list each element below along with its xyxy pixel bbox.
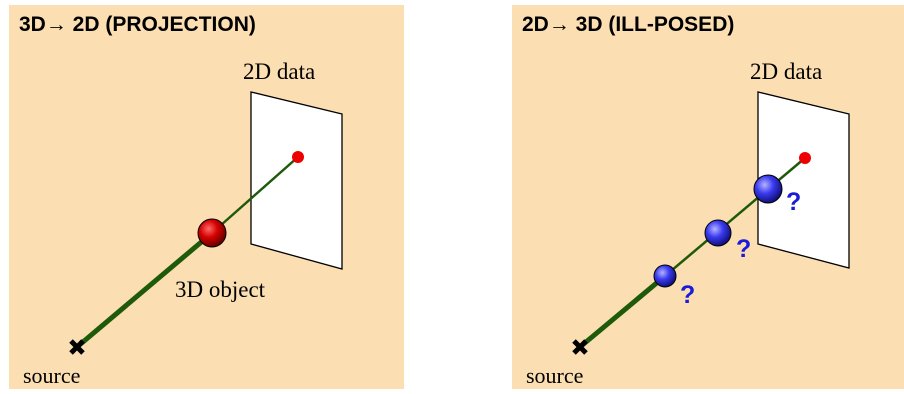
cross-icon: [572, 339, 588, 355]
ray-thick: [577, 273, 668, 350]
source-label: source: [526, 363, 583, 388]
data-label: 2D data: [243, 59, 315, 84]
data-plane: [250, 91, 343, 270]
cross-icon: [69, 339, 85, 355]
question-mark-middle: ?: [736, 235, 751, 263]
ray-thick: [74, 230, 215, 350]
question-mark-far: ?: [786, 188, 801, 216]
candidate-sphere-middle: [704, 219, 732, 247]
panel-title: 2D→ 3D (ILL-POSED): [522, 13, 735, 36]
data-label: 2D data: [750, 59, 822, 84]
projected-point: [292, 151, 304, 163]
panel-title: 3D→ 2D (PROJECTION): [19, 13, 256, 36]
projection-panel: 3D→ 2D (PROJECTION) 2D data 3D object so…: [9, 5, 404, 389]
ill-posed-diagram: ? ? ? 2D data source: [526, 59, 850, 388]
ill-posed-panel: 2D→ 3D (ILL-POSED) ? ? ? 2D data source: [512, 5, 904, 389]
ray-thin: [211, 156, 299, 234]
candidate-sphere-far: [753, 174, 783, 204]
object-sphere: [197, 218, 227, 248]
question-mark-near: ?: [680, 281, 695, 309]
candidate-sphere-near: [653, 264, 677, 288]
ray-thin: [664, 157, 806, 277]
projected-point: [799, 152, 811, 164]
source-label: source: [23, 363, 80, 388]
object-label: 3D object: [175, 277, 266, 302]
projection-diagram: 2D data 3D object source: [23, 59, 343, 388]
